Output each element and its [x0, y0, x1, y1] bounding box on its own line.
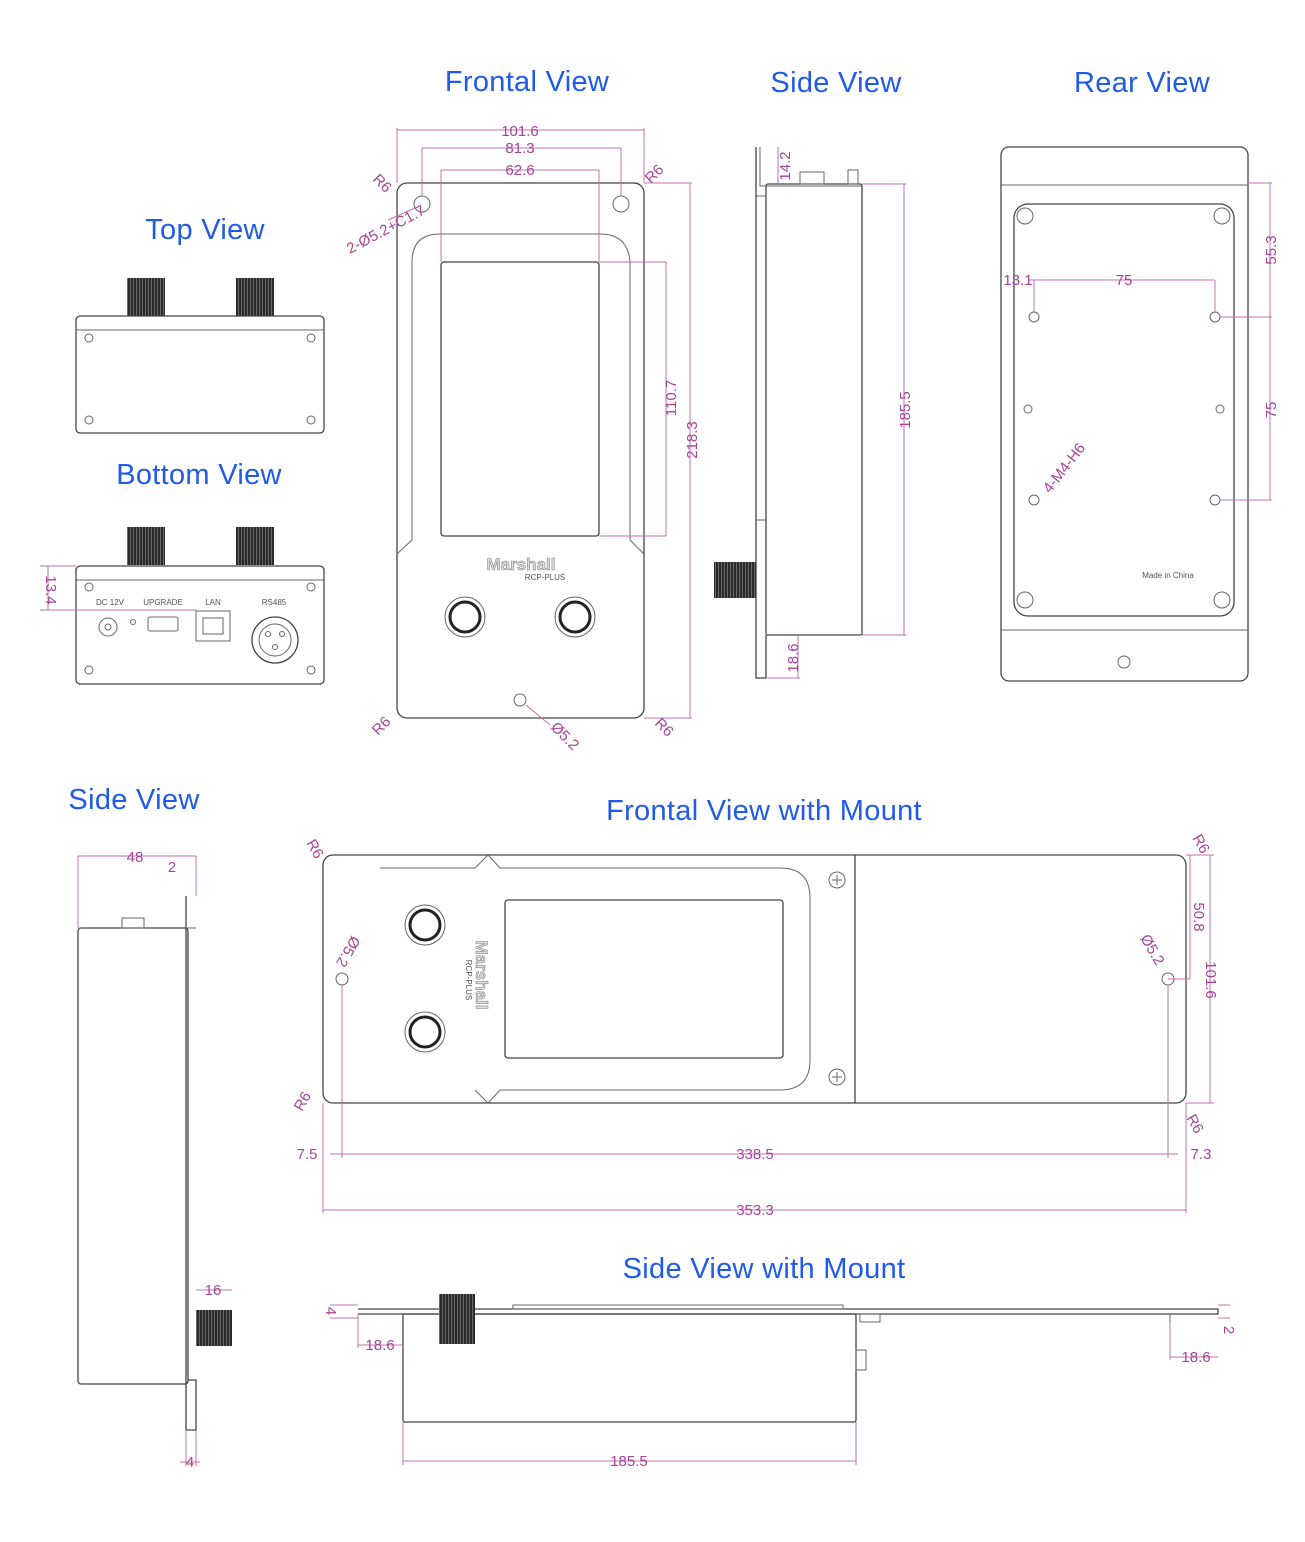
dim-mount-radius-bl: R6 [291, 1089, 315, 1114]
xlr-connector-icon [251, 616, 299, 664]
side-view-mount: 4 18.6 185.5 2 18.6 [322, 1294, 1237, 1470]
title-side-view-2: Side View [68, 784, 200, 816]
dim-side-bottom-height: 18.6 [785, 643, 802, 672]
port-label-lan: LAN [205, 598, 221, 607]
side-view-top: 14.2 185.5 18.6 [714, 147, 914, 679]
dim-mount-full-height: 101.6 [1202, 961, 1219, 999]
frontal-body [396, 182, 645, 719]
dim-frontal-hole-spacing: 81.3 [505, 140, 534, 157]
top-view-body [75, 315, 325, 434]
bottom-view-body [75, 565, 325, 685]
top-view [75, 278, 325, 434]
dim-frontal-bottom-hole: Ø5.2 [547, 719, 582, 754]
mount-model: RCP-PLUS [464, 960, 473, 1000]
lan-port-icon [195, 610, 231, 642]
frontal-knob-right [554, 596, 596, 638]
dim-frontal-screen-height: 110.7 [663, 380, 680, 416]
title-top-view: Top View [145, 214, 265, 246]
dim-side2-knob: 16 [205, 1282, 222, 1299]
mount-knob-top [404, 904, 446, 946]
dim-mount-hole-left: Ø5.2 [332, 933, 363, 970]
dim-mount-right-offset: 7.3 [1191, 1146, 1212, 1163]
dim-mount-radius-tl: R6 [303, 837, 327, 862]
mount-brand: Marshall [472, 941, 491, 1010]
dim-mount-hole-span: 338.5 [736, 1146, 774, 1163]
title-rear-view: Rear View [1074, 67, 1210, 99]
knob-right [236, 278, 274, 316]
frontal-screen [440, 261, 600, 537]
side-view-bottom: 48 2 16 4 [77, 849, 232, 1471]
frontal-view: Marshall RCP-PLUS 101.6 81.3 62.6 110.7 … [344, 123, 701, 754]
dim-mount-half-height: 50.8 [1190, 902, 1207, 931]
dim-rear-left-offset: 13.1 [1003, 272, 1032, 289]
dim-frontal-radius-bl: R6 [369, 713, 395, 739]
dim-rear-hole-spacing-v: 75 [1263, 402, 1280, 419]
dim-side-mount-plate-right: 2 [1220, 1326, 1237, 1334]
rear-made-in: Made in China [1142, 571, 1194, 580]
rear-view: Made in China 13.1 75 55.3 75 4-M4-H6 [1000, 146, 1280, 682]
dim-side-height: 185.5 [897, 391, 914, 429]
dim-frontal-width: 101.6 [501, 123, 539, 140]
dim-mount-left-offset: 7.5 [297, 1146, 318, 1163]
knob-left [127, 278, 165, 316]
mount-plate [322, 854, 1187, 1104]
dim-side2-depth: 48 [127, 849, 144, 866]
mount-hole-left [335, 972, 349, 986]
frontal-knob-left [444, 596, 486, 638]
side-body [765, 183, 863, 636]
bottom-view: DC 12V UPGRADE LAN RS485 [75, 527, 325, 685]
rear-body [1000, 146, 1249, 682]
frontal-model: RCP-PLUS [525, 573, 565, 582]
mount-screen [504, 899, 784, 1059]
port-label-rs485: RS485 [262, 598, 287, 607]
title-side-view: Side View [770, 67, 902, 99]
frontal-brand: Marshall [487, 555, 556, 574]
dim-frontal-radius-br: R6 [651, 715, 677, 741]
screw-top-icon [828, 871, 846, 889]
side-mount-knob [439, 1294, 475, 1344]
dim-side2-plate: 2 [168, 859, 176, 876]
dim-frontal-holes: 2-Ø5.2+C1.7 [344, 202, 428, 258]
dim-side-mount-foot-left: 18.6 [365, 1337, 394, 1354]
dim-rear-top-offset: 55.3 [1263, 235, 1280, 264]
title-side-view-mount: Side View with Mount [622, 1253, 906, 1285]
dim-rear-holes: 4-M4-H6 [1040, 440, 1089, 496]
mount-knob-bottom [404, 1011, 446, 1053]
title-bottom-view: Bottom View [116, 459, 282, 491]
dc-jack-icon [98, 617, 118, 637]
side-knob [714, 562, 756, 598]
title-frontal-view: Frontal View [444, 66, 610, 98]
dim-side-mount-foot-right: 18.6 [1181, 1349, 1210, 1366]
dim-side-mount-plate-left: 4 [322, 1307, 339, 1315]
side2-body [77, 927, 189, 1385]
dim-bottom-height: 13.4 [42, 575, 59, 604]
dim-frontal-radius-tl: R6 [369, 171, 395, 197]
side2-knob [196, 1310, 232, 1346]
dim-side-mount-length: 185.5 [610, 1453, 648, 1470]
frontal-view-mount: Marshall RCP-PLUS R6 R6 R6 R6 Ø5.2 Ø5.2 … [291, 832, 1219, 1220]
dim-side-top-height: 14.2 [777, 151, 794, 180]
dim-rear-hole-spacing-h: 75 [1116, 272, 1133, 289]
dim-mount-radius-tr: R6 [1189, 832, 1213, 857]
dim-frontal-screen-width: 62.6 [505, 162, 534, 179]
port-label-upgrade: UPGRADE [143, 598, 183, 607]
rear-panel [1013, 203, 1235, 617]
screw-bottom-icon [828, 1068, 846, 1086]
knob-bottom-right [236, 527, 274, 565]
title-frontal-view-mount: Frontal View with Mount [606, 795, 922, 827]
port-label-dc: DC 12V [96, 598, 125, 607]
dim-mount-total-width: 353.3 [736, 1202, 774, 1219]
usb-port-icon [147, 616, 179, 632]
dim-frontal-total-height: 218.3 [684, 421, 701, 459]
knob-bottom-left [127, 527, 165, 565]
dim-side2-foot: 4 [186, 1454, 194, 1471]
dim-mount-hole-right: Ø5.2 [1137, 932, 1168, 969]
